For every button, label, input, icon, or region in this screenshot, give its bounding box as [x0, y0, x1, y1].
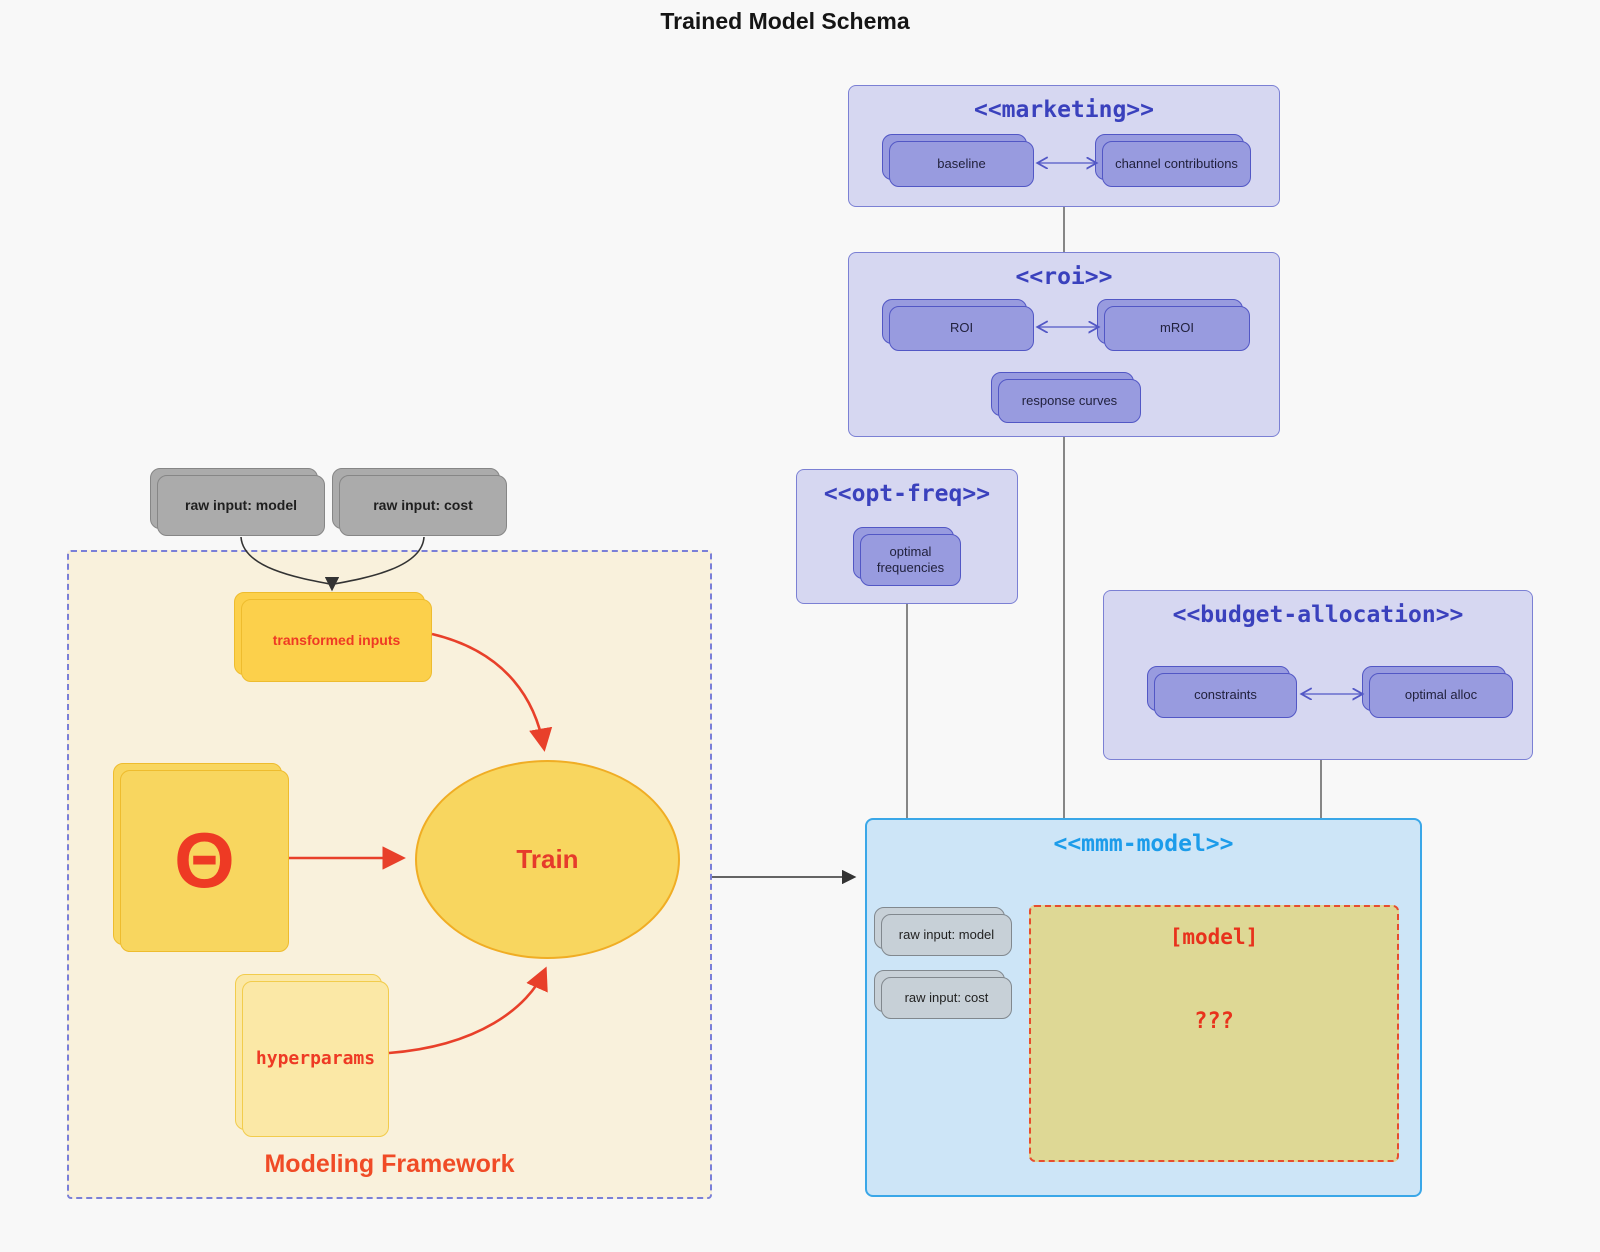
cluster-roi-title: <<roi>> — [1015, 264, 1113, 290]
cluster-roi: <<roi>> ROI mROI response curves — [848, 252, 1280, 437]
page-title: Trained Model Schema — [660, 8, 910, 34]
node-mmm-raw-input-cost: raw input: cost — [874, 970, 1012, 1019]
cluster-mmm-model: <<mmm-model>> raw input: model raw input… — [865, 818, 1422, 1197]
node-transformed-inputs-label: transformed inputs — [241, 599, 432, 682]
node-model: [model] ??? — [1029, 905, 1399, 1162]
cluster-marketing: <<marketing>> baseline channel contribut… — [848, 85, 1280, 207]
node-optimal-alloc-label: optimal alloc — [1369, 673, 1513, 718]
node-train-label: Train — [516, 844, 579, 874]
node-roi: ROI — [882, 299, 1034, 351]
cluster-modeling-framework-label: Modeling Framework — [264, 1150, 515, 1178]
cluster-opt-freq-title: <<opt-freq>> — [823, 481, 991, 507]
node-raw-input-cost: raw input: cost — [332, 468, 507, 536]
node-response-curves-label: response curves — [998, 379, 1141, 423]
node-baseline-label: baseline — [889, 141, 1034, 187]
cluster-budget-allocation: <<budget-allocation>> constraints optima… — [1103, 590, 1533, 760]
cluster-marketing-title: <<marketing>> — [973, 97, 1154, 123]
node-optimal-alloc: optimal alloc — [1362, 666, 1513, 718]
node-model-question: ??? — [1194, 1009, 1234, 1034]
node-mroi: mROI — [1097, 299, 1250, 351]
node-optimal-frequencies-label: optimal frequencies — [860, 534, 961, 586]
node-raw-input-model: raw input: model — [150, 468, 325, 536]
node-response-curves: response curves — [991, 372, 1141, 423]
node-mmm-raw-input-cost-label: raw input: cost — [881, 977, 1012, 1019]
node-raw-input-cost-label: raw input: cost — [339, 475, 507, 536]
node-model-label: [model] — [1169, 925, 1259, 949]
node-raw-input-model-label: raw input: model — [157, 475, 325, 536]
node-channel-contributions: channel contributions — [1095, 134, 1251, 187]
node-mmm-raw-input-model: raw input: model — [874, 907, 1012, 956]
node-baseline: baseline — [882, 134, 1034, 187]
cluster-opt-freq: <<opt-freq>> optimal frequencies — [796, 469, 1018, 604]
cluster-modeling-framework: transformed inputs Θ Train hyperparams M… — [67, 550, 712, 1199]
node-constraints-label: constraints — [1154, 673, 1297, 718]
node-hyperparams-label: hyperparams — [242, 981, 389, 1137]
node-transformed-inputs: transformed inputs — [234, 592, 432, 682]
node-theta-label: Θ — [120, 770, 289, 952]
node-optimal-frequencies: optimal frequencies — [853, 527, 961, 586]
node-hyperparams: hyperparams — [235, 974, 389, 1137]
node-channel-contributions-label: channel contributions — [1102, 141, 1251, 187]
cluster-budget-allocation-title: <<budget-allocation>> — [1172, 602, 1464, 628]
node-train: Train — [415, 760, 680, 959]
node-roi-label: ROI — [889, 306, 1034, 351]
node-mroi-label: mROI — [1104, 306, 1250, 351]
node-theta: Θ — [113, 763, 289, 952]
cluster-mmm-model-title: <<mmm-model>> — [1053, 831, 1234, 857]
node-mmm-raw-input-model-label: raw input: model — [881, 914, 1012, 956]
node-constraints: constraints — [1147, 666, 1297, 718]
